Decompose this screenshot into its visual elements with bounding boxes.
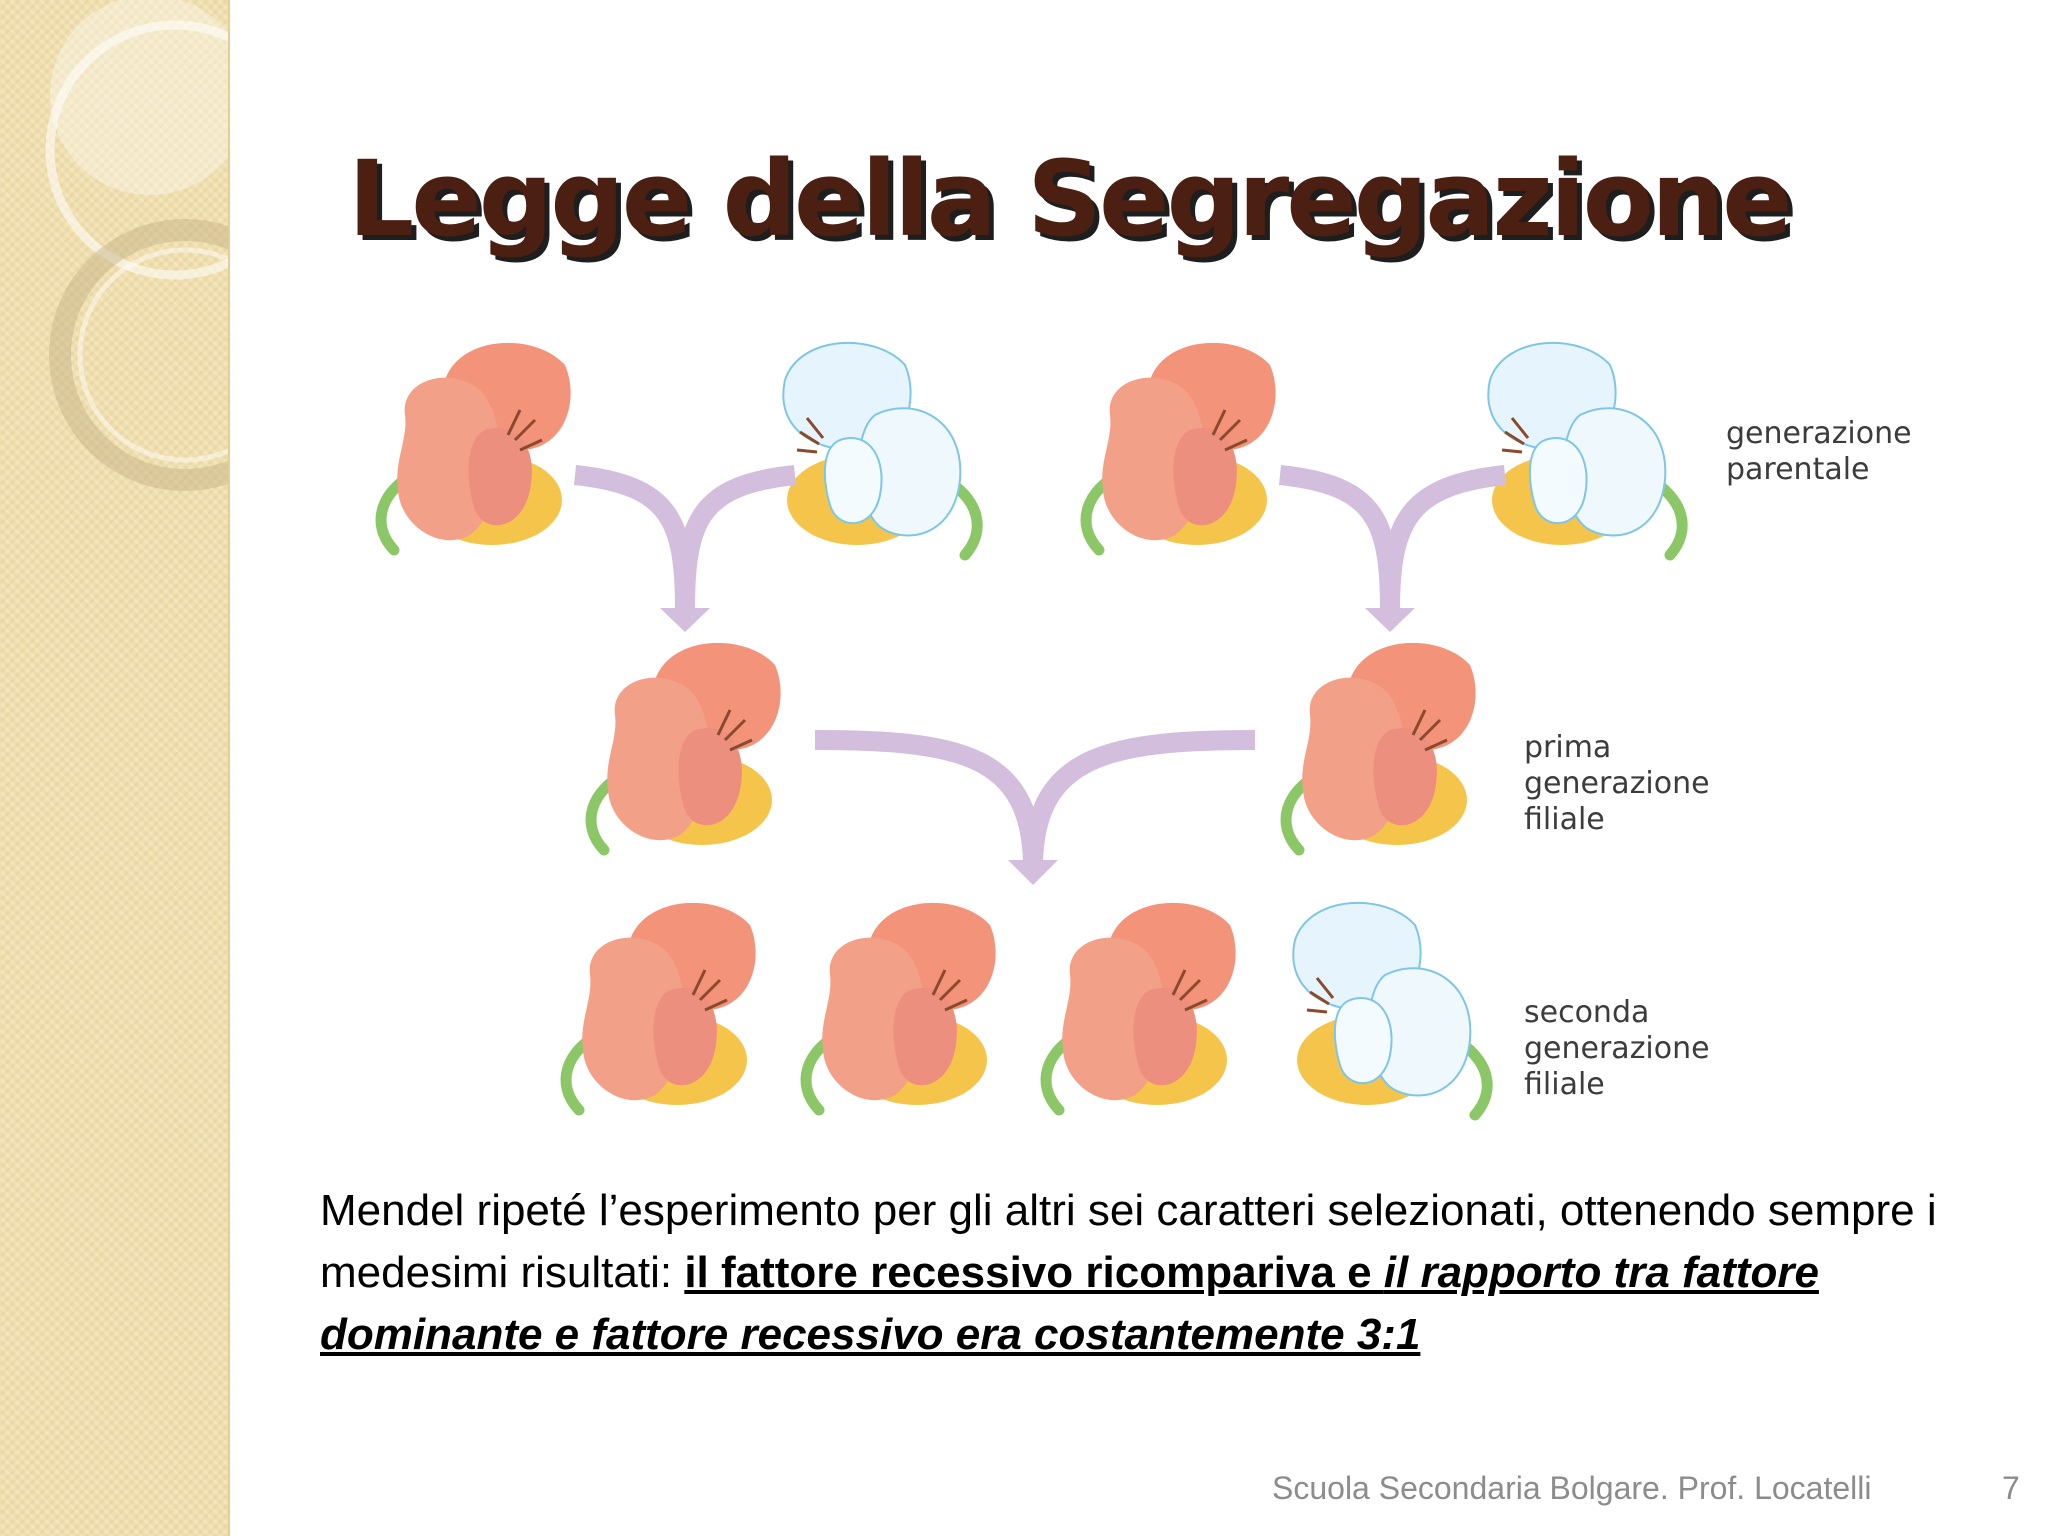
footer-text: Scuola Secondaria Bolgare. Prof. Locatel… [1272,1470,1872,1506]
flower-red [566,903,756,1110]
cross-arrow-center [814,730,1256,885]
flower-red [381,343,571,550]
flower-red [1286,643,1476,850]
flower-red [806,903,996,1110]
segregation-diagram [340,320,1740,1150]
flower-red [591,643,781,850]
label-line: parentale [1726,452,1870,487]
label-line: generazione [1726,416,1912,451]
page-number: 7 [2002,1470,2020,1506]
cross-arrow-right [1278,465,1507,632]
flower-red [1046,903,1236,1110]
flower-white [783,343,977,555]
label-first-filial-generation: prima generazione filiale [1524,730,1710,838]
decorative-sidebar [0,0,230,1536]
label-line: seconda [1524,995,1650,1030]
label-line: generazione [1524,766,1710,801]
body-lead: Mendel ripeté l’esperimento per gli altr… [320,1186,1937,1297]
label-line: filiale [1524,1067,1605,1102]
cross-arrow-left [573,465,797,632]
flower-red [1086,343,1276,550]
label-line: generazione [1524,1031,1710,1066]
body-paragraph: Mendel ripeté l’esperimento per gli altr… [320,1180,2000,1366]
label-second-filial-generation: seconda generazione filiale [1524,995,1710,1103]
slide-title: Legge della Segregazione [348,138,1793,260]
label-line: filiale [1524,802,1605,837]
body-emphasis-bold: il fattore recessivo ricompariva e [684,1248,1384,1297]
flower-white [1488,343,1682,555]
label-parental-generation: generazione parentale [1726,416,1912,488]
decorative-rings [45,0,228,491]
label-line: prima [1524,730,1612,765]
body-emphasis-italic: il rapporto tra fattore dominante e fatt… [320,1248,1819,1359]
flower-white [1293,903,1487,1115]
